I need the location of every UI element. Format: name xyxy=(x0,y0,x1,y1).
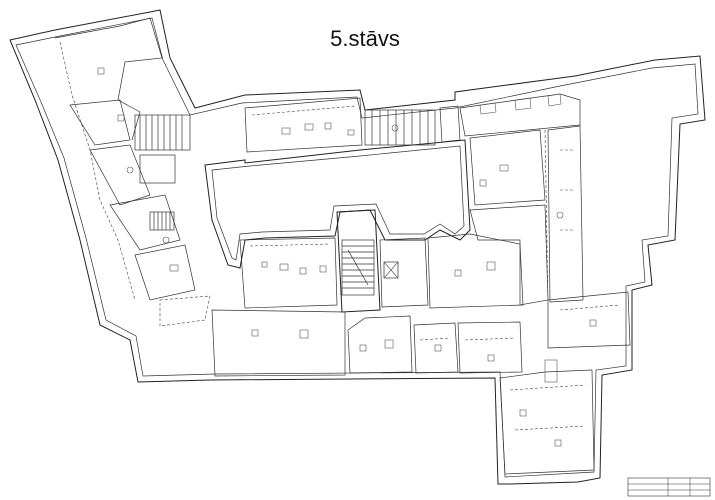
stair-core xyxy=(341,239,375,296)
title-block xyxy=(627,477,711,497)
stair-top-center xyxy=(364,109,436,146)
furniture-marks xyxy=(97,67,597,447)
floor-title: 5.stāvs xyxy=(330,26,400,51)
stair-left-top xyxy=(134,114,191,151)
building-outline xyxy=(9,9,706,485)
elevator-shaft xyxy=(383,261,399,279)
courtyard-outline xyxy=(204,139,471,269)
central-core xyxy=(336,209,381,313)
stair-left-mid xyxy=(149,211,175,231)
